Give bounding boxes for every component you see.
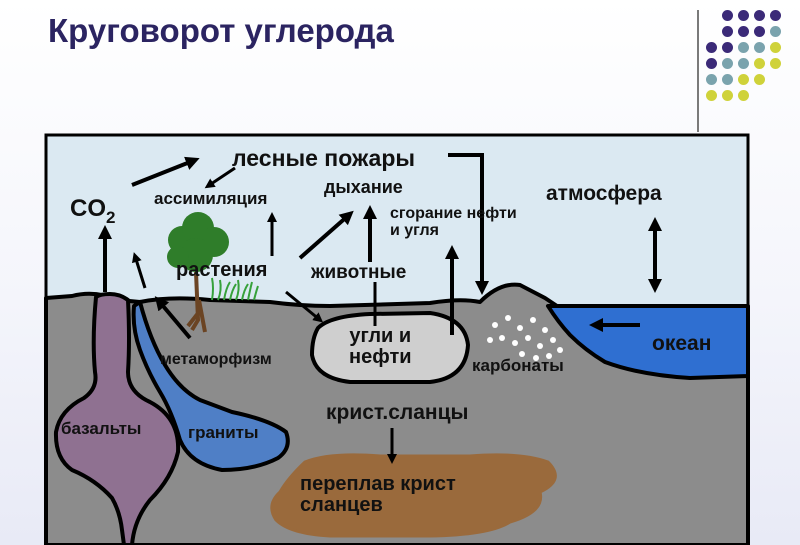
decoration-dot — [770, 58, 781, 69]
label-combustion: сгорание нефти и угля — [390, 205, 517, 239]
label-co2: CO2 — [70, 195, 115, 227]
label-coal-oil: угли и нефти — [349, 325, 412, 368]
decoration-dot — [706, 74, 717, 85]
page-title: Круговорот углерода — [48, 12, 394, 49]
label-forest-fires: лесные пожары — [232, 145, 416, 171]
decoration-dot — [770, 42, 781, 53]
title-divider — [697, 10, 699, 132]
decoration-dot — [706, 58, 717, 69]
label-metamorphism: метаморфизм — [160, 351, 272, 368]
decoration-dot — [754, 42, 765, 53]
arrow-respiration — [298, 210, 354, 260]
label-animals: животные — [311, 262, 407, 283]
decoration-dot — [722, 10, 733, 21]
decoration-dot — [770, 10, 781, 21]
decoration-dot — [754, 26, 765, 37]
arrow-granite-up — [132, 252, 147, 289]
decoration-dot — [754, 58, 765, 69]
label-co2-base: CO — [70, 195, 106, 222]
label-basalts: базальты — [61, 419, 142, 438]
label-crystalline-shales: крист.сланцы — [326, 401, 469, 424]
label-carbonates: карбонаты — [472, 356, 564, 375]
carbonates-deposit — [487, 315, 563, 361]
arrow-plants-coal — [285, 290, 324, 323]
decoration-dot — [722, 42, 733, 53]
decoration-dot — [722, 26, 733, 37]
decoration-dot — [754, 74, 765, 85]
label-assimilation: ассимиляция — [154, 189, 268, 208]
arrow-assim-down — [204, 166, 236, 189]
decoration-dot — [722, 58, 733, 69]
decoration-dot — [738, 90, 749, 101]
molten-shales-body — [270, 453, 557, 538]
decoration-dot — [706, 42, 717, 53]
decoration-dot — [738, 26, 749, 37]
dot-grid-decoration — [706, 10, 796, 110]
decoration-dot — [738, 74, 749, 85]
label-remelting: переплав крист сланцев — [300, 473, 456, 516]
decoration-dot — [706, 90, 717, 101]
label-co2-subscript: 2 — [106, 208, 116, 227]
decoration-dot — [738, 10, 749, 21]
label-atmosphere: атмосфера — [546, 182, 662, 205]
arrow-fires-up — [131, 156, 200, 187]
arrow-fires-down — [448, 153, 489, 295]
label-respiration: дыхание — [324, 177, 403, 197]
arrow-meta-up — [154, 296, 192, 340]
label-ocean: океан — [652, 332, 712, 355]
basalt-body — [53, 292, 181, 545]
coal-oil-deposit — [310, 311, 470, 384]
decoration-dot — [754, 10, 765, 21]
decoration-dot — [722, 90, 733, 101]
decoration-dot — [738, 58, 749, 69]
decoration-dot — [738, 42, 749, 53]
tree-icon — [167, 212, 229, 333]
label-plants: растения — [176, 259, 268, 281]
granite-body — [131, 300, 290, 472]
grass-icon — [211, 277, 259, 301]
decoration-dot — [770, 26, 781, 37]
decoration-dot — [722, 74, 733, 85]
label-granites: граниты — [188, 423, 259, 442]
